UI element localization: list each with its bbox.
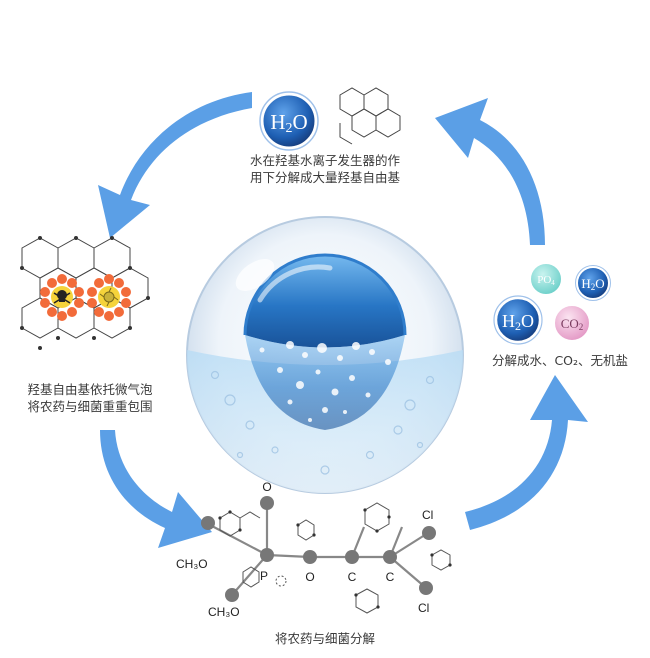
top-hex-lattice bbox=[339, 87, 401, 145]
label-c1: C bbox=[348, 570, 357, 584]
arrow-top-right bbox=[435, 98, 545, 245]
right-caption-text: 分解成水、CO₂、无机盐 bbox=[491, 353, 629, 368]
label-o-mid: O bbox=[305, 570, 314, 584]
molecule-atoms bbox=[201, 496, 436, 602]
label-cl-bottom: Cl bbox=[418, 601, 429, 615]
h2o-top-o: O bbox=[293, 110, 308, 134]
label-ch3o-left: CH₃O bbox=[176, 557, 208, 571]
bubble-sphere bbox=[186, 216, 464, 494]
po4-sub: 4 bbox=[551, 279, 555, 287]
svg-text:H2O: H2O bbox=[502, 311, 534, 333]
h2o-big-o: O bbox=[521, 311, 534, 331]
svg-text:PO4: PO4 bbox=[537, 274, 555, 287]
h2o-big-h: H bbox=[502, 311, 515, 331]
bottom-caption: 将农药与细菌分解 bbox=[235, 630, 415, 647]
label-p: P bbox=[260, 569, 268, 583]
top-caption-line1: 水在羟基水离子发生器的作 bbox=[249, 153, 400, 168]
bottom-caption-text: 将农药与细菌分解 bbox=[274, 631, 375, 646]
label-c2: C bbox=[386, 570, 395, 584]
pesticide-molecule: O CH₃O P O C C Cl Cl CH₃O bbox=[176, 480, 452, 619]
hex-nodes bbox=[218, 508, 452, 609]
toxin-bubble-right bbox=[87, 274, 131, 321]
left-caption-line1: 羟基自由基依托微气泡 bbox=[27, 382, 153, 397]
label-cl-top: Cl bbox=[422, 508, 433, 522]
molecule-labels: O CH₃O P O C C Cl Cl CH₃O bbox=[176, 480, 433, 619]
skull-icon bbox=[53, 290, 71, 304]
top-caption-line2: 用下分解成大量羟基自由基 bbox=[249, 170, 400, 185]
arrow-top-left bbox=[98, 92, 252, 238]
svg-text:CO2: CO2 bbox=[561, 316, 584, 332]
h2o-small-molecule: H2O bbox=[575, 265, 611, 301]
left-lattice-nodes bbox=[20, 236, 150, 350]
h2o-small-2: 2 bbox=[591, 282, 596, 292]
h2o-top-2: 2 bbox=[286, 121, 293, 136]
h2o-big-2: 2 bbox=[515, 319, 521, 333]
co2-sub: 2 bbox=[579, 322, 584, 332]
top-caption: 水在羟基水离子发生器的作 用下分解成大量羟基自由基 bbox=[225, 152, 425, 186]
left-hex-lattice bbox=[21, 237, 149, 339]
h2o-small-o: O bbox=[595, 276, 604, 291]
toxin-bubble-left bbox=[40, 274, 84, 321]
h2o-top-h: H bbox=[270, 110, 285, 134]
label-o-top: O bbox=[262, 480, 271, 494]
bacteria-icon bbox=[99, 287, 119, 307]
right-caption: 分解成水、CO₂、无机盐 bbox=[480, 352, 640, 369]
co2-molecule: CO2 bbox=[553, 304, 591, 342]
left-caption: 羟基自由基依托微气泡 将农药与细菌重重包围 bbox=[5, 381, 175, 415]
h2o-top-molecule: H2O bbox=[259, 91, 319, 151]
po4-molecule: PO4 bbox=[529, 262, 563, 296]
svg-text:H2O: H2O bbox=[581, 276, 604, 292]
left-caption-line2: 将农药与细菌重重包围 bbox=[27, 399, 153, 414]
label-ch3o-bottom: CH₃O bbox=[208, 605, 240, 619]
svg-text:H2O: H2O bbox=[270, 110, 307, 136]
h2o-big-molecule: H2O bbox=[493, 295, 543, 345]
arrow-bottom-right bbox=[465, 375, 588, 530]
h2o-small-h: H bbox=[581, 276, 590, 291]
arrow-bottom-left bbox=[100, 430, 212, 548]
po4-label: PO bbox=[537, 274, 551, 286]
cycle-arrows bbox=[98, 92, 588, 548]
co2-label: CO bbox=[561, 316, 579, 331]
